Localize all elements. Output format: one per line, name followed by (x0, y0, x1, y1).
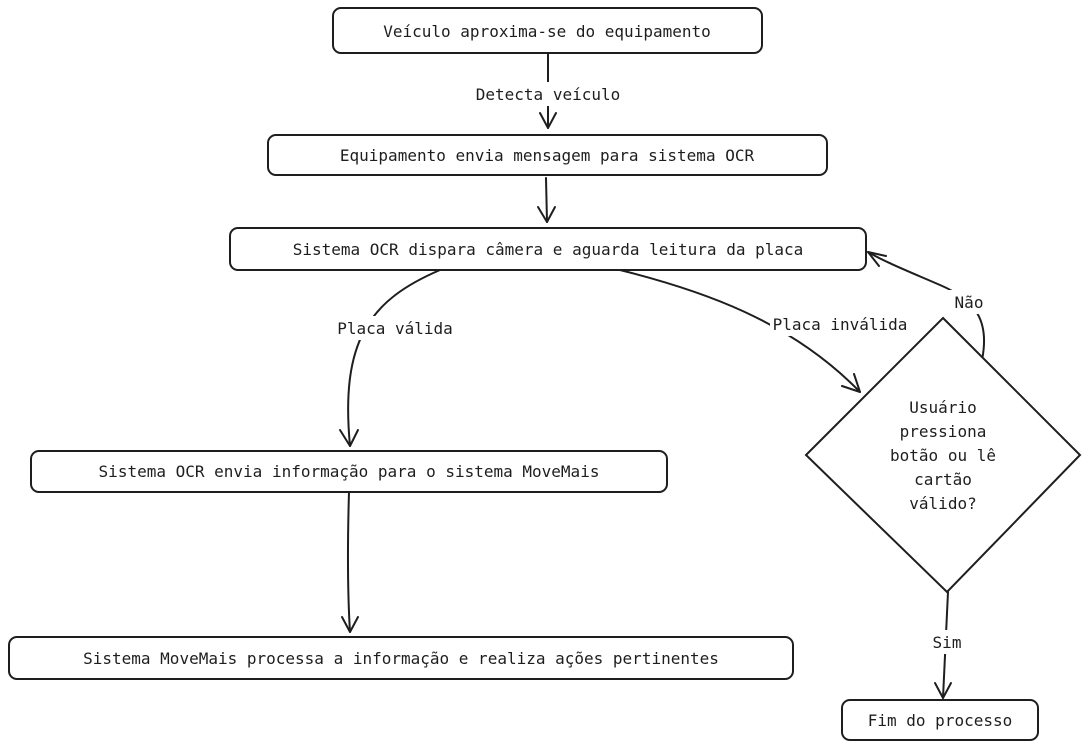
svg-text:Equipamento envia mensagem par: Equipamento envia mensagem para sistema … (340, 146, 755, 165)
svg-text:Sistema MoveMais processa a in: Sistema MoveMais processa a informação e… (83, 649, 719, 668)
decision-line: válido? (909, 494, 976, 513)
node-movemais-processes: Sistema MoveMais processa a informação e… (8, 636, 794, 680)
decision-line: cartão (914, 470, 972, 489)
edge-invalid-plate (619, 269, 861, 393)
svg-text:Veículo aproxima-se do equipam: Veículo aproxima-se do equipamento (383, 22, 711, 41)
edge-send-message-to-ocr-camera (537, 177, 556, 223)
decision-line: botão ou lê (890, 446, 996, 465)
node-ocr-triggers-camera: Sistema OCR dispara câmera e aguarda lei… (229, 227, 867, 271)
edge-label-invalid-plate: Placa inválida (770, 312, 910, 336)
svg-text:Sim: Sim (933, 633, 962, 652)
node-equipment-sends-message: Equipamento envia mensagem para sistema … (267, 134, 828, 176)
svg-text:Não: Não (955, 293, 984, 312)
svg-text:Placa inválida: Placa inválida (773, 315, 908, 334)
svg-text:Sistema OCR envia informação p: Sistema OCR envia informação para o sist… (99, 462, 600, 481)
edge-label-yes: Sim (922, 630, 972, 654)
edge-label-valid-plate: Placa válida (332, 316, 458, 340)
edge-valid-plate (339, 269, 441, 447)
decision-user-presses-button: Usuário pressiona botão ou lê cartão vál… (804, 316, 1082, 594)
node-end-of-process: Fim do processo (841, 699, 1039, 741)
edge-label-no: Não (944, 290, 994, 314)
decision-line: pressiona (900, 422, 987, 441)
decision-line: Usuário (909, 398, 976, 417)
node-vehicle-approaches: Veículo aproxima-se do equipamento (332, 7, 763, 54)
node-ocr-sends-info: Sistema OCR envia informação para o sist… (30, 450, 668, 493)
edge-no (867, 251, 986, 361)
svg-text:Placa válida: Placa válida (337, 319, 453, 338)
edge-label-detects-vehicle: Detecta veículo (466, 82, 630, 106)
svg-text:Fim do processo: Fim do processo (868, 711, 1013, 730)
svg-text:Detecta veículo: Detecta veículo (476, 85, 621, 104)
edge-ocr-send-info-to-movemais (341, 491, 359, 633)
svg-text:Sistema OCR dispara câmera e a: Sistema OCR dispara câmera e aguarda lei… (293, 240, 804, 259)
